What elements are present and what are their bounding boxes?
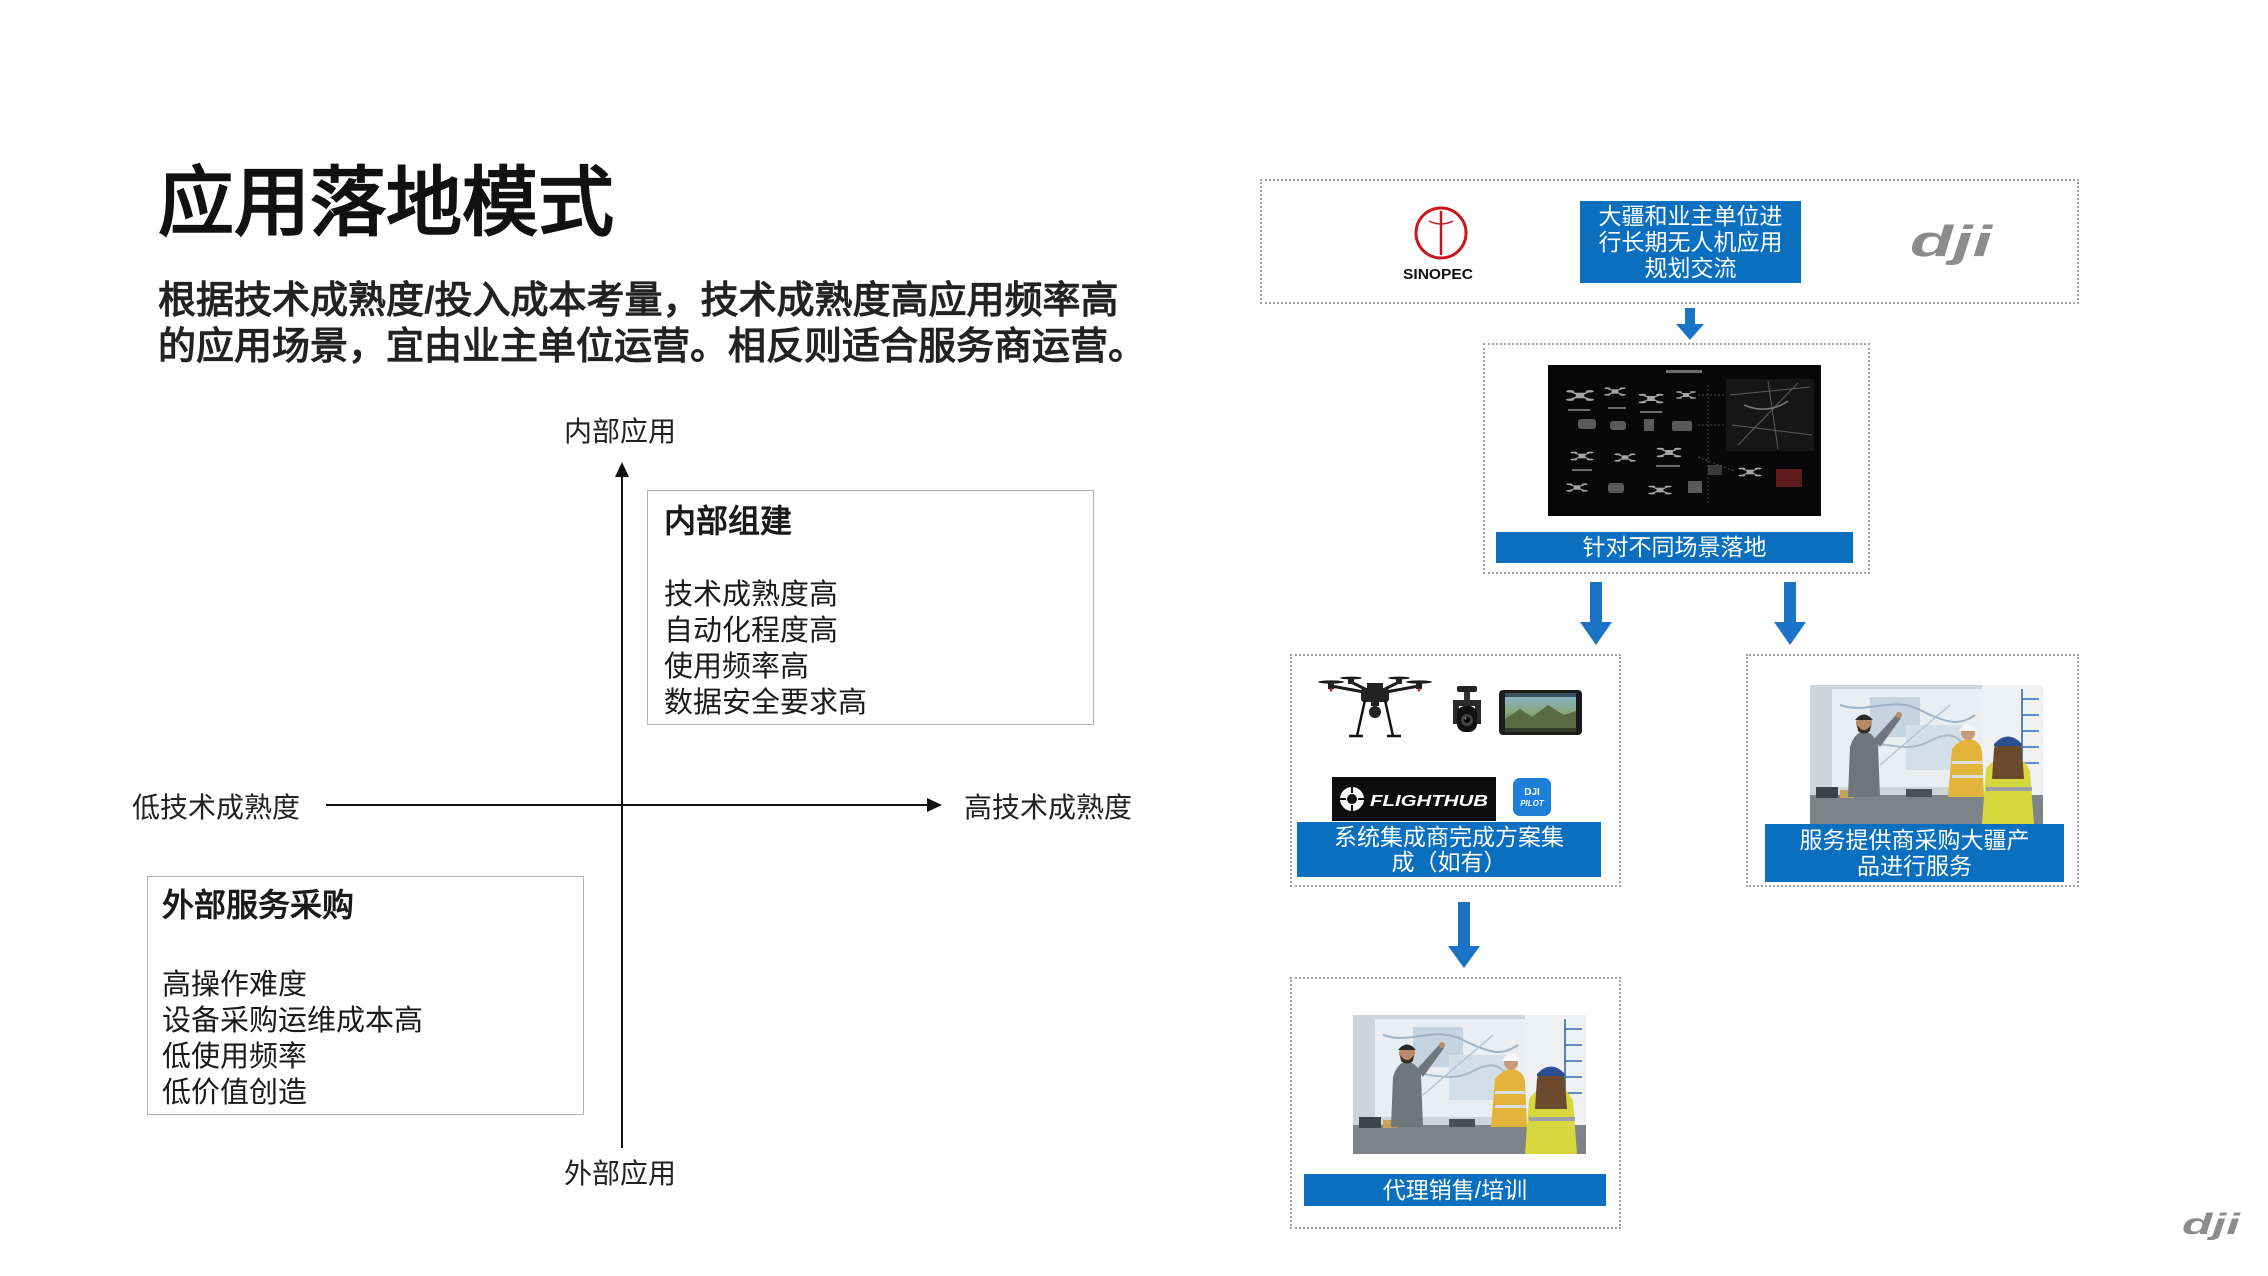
list-item: 技术成熟度高 xyxy=(664,579,839,611)
external-procurement-box: 外部服务采购 高操作难度 设备采购运维成本高 低使用频率 低价值创造 xyxy=(147,876,584,1115)
axis-label-top: 内部应用 xyxy=(564,417,677,448)
flow-step-service-provider: 服务提供商采购大疆产 品进行服务 xyxy=(1746,654,2079,887)
site-training-photo xyxy=(1353,1015,1586,1154)
dji-logo-text: dji xyxy=(1910,218,1993,265)
catalog-map-panel xyxy=(1726,379,1814,451)
down-arrow-to-agent xyxy=(1448,902,1480,968)
flighthub-logo: FLIGHTHUB xyxy=(1332,777,1496,821)
label-line: 服务提供商采购大疆产 xyxy=(1799,827,2030,853)
product-catalog-image xyxy=(1548,365,1821,516)
axis-label-left: 低技术成熟度 xyxy=(132,793,301,824)
label-line: 大疆和业主单位进 xyxy=(1598,203,1783,229)
list-item: 数据安全要求高 xyxy=(664,687,868,719)
tablet-image xyxy=(1499,690,1582,735)
catalog-connectors xyxy=(1697,385,1735,505)
label-line: 行长期无人机应用 xyxy=(1598,229,1783,255)
service-provider-label: 服务提供商采购大疆产 品进行服务 xyxy=(1765,824,2064,882)
axis-label-right: 高技术成熟度 xyxy=(964,793,1133,824)
drone-landing-gear xyxy=(1349,699,1401,738)
agent-label: 代理销售/培训 xyxy=(1304,1174,1606,1206)
flighthub-logo-text: FLIGHTHUB xyxy=(1370,793,1488,810)
planning-label: 大疆和业主单位进 行长期无人机应用 规划交流 xyxy=(1580,201,1801,283)
drone-image xyxy=(1318,676,1432,738)
site-training-photo xyxy=(1810,685,2043,824)
label-line: 系统集成商完成方案集 xyxy=(1334,823,1564,850)
label-line: 品进行服务 xyxy=(1857,853,1972,879)
slide-subtitle: 根据技术成熟度/投入成本考量，技术成熟度高应用频率高 的应用场景，宜由业主单位运… xyxy=(158,278,1146,370)
external-procurement-title: 外部服务采购 xyxy=(162,887,355,923)
internal-build-title: 内部组建 xyxy=(664,503,793,539)
list-item: 低价值创造 xyxy=(162,1077,308,1109)
subtitle-line: 的应用场景，宜由业主单位运营。相反则适合服务商运营。 xyxy=(158,326,1147,368)
label-line: 规划交流 xyxy=(1644,255,1737,281)
catalog-caption-marks xyxy=(1568,370,1702,471)
flow-step-scenarios: 针对不同场景落地 xyxy=(1483,343,1870,574)
down-arrow-planning-to-scenarios xyxy=(1676,308,1704,340)
list-item: 自动化程度高 xyxy=(664,615,839,647)
flow-step-planning: SINOPEC 大疆和业主单位进 行长期无人机应用 规划交流 dji xyxy=(1260,179,2079,304)
external-procurement-list: 高操作难度 设备采购运维成本高 低使用频率 低价值创造 xyxy=(162,967,583,1111)
drone-body xyxy=(1328,678,1422,718)
dji-logo: dji xyxy=(1910,218,1993,265)
list-item: 设备采购运维成本高 xyxy=(162,1005,424,1037)
gimbal-camera-image xyxy=(1453,686,1481,732)
down-arrow-to-integrator xyxy=(1580,582,1612,645)
sinopec-logo: SINOPEC xyxy=(1403,206,1473,283)
sinopec-logo-text: SINOPEC xyxy=(1403,266,1473,283)
integrator-label: 系统集成商完成方案集 成（如有） xyxy=(1297,822,1601,877)
pilot-icon-text: PILOT xyxy=(1520,799,1545,808)
catalog-accessories xyxy=(1578,419,1802,493)
footer-dji-logo-text: dji xyxy=(2182,1208,2241,1240)
list-item: 使用频率高 xyxy=(664,651,810,683)
vertical-axis xyxy=(615,462,629,1148)
pilot-icon-text: DJI xyxy=(1524,787,1540,798)
label-line: 代理销售/培训 xyxy=(1382,1177,1528,1203)
axis-label-bottom: 外部应用 xyxy=(564,1159,677,1190)
flow-step-integrator: FLIGHTHUB DJI PILOT 系统集成商完成方案集 成（如有） xyxy=(1290,654,1621,887)
down-arrow-to-service-provider xyxy=(1774,582,1806,645)
internal-build-box: 内部组建 技术成熟度高 自动化程度高 使用频率高 数据安全要求高 xyxy=(647,490,1094,725)
scenarios-label: 针对不同场景落地 xyxy=(1496,532,1853,563)
list-item: 高操作难度 xyxy=(162,969,308,1001)
dji-pilot-app-icon: DJI PILOT xyxy=(1513,778,1551,816)
label-line: 成（如有） xyxy=(1391,848,1507,875)
slide-title: 应用落地模式 xyxy=(158,161,614,246)
footer-dji-logo: dji xyxy=(2182,1208,2241,1240)
drone-propellers xyxy=(1318,676,1432,684)
horizontal-axis xyxy=(326,798,942,812)
internal-build-list: 技术成熟度高 自动化程度高 使用频率高 数据安全要求高 xyxy=(664,577,1093,721)
subtitle-line: 根据技术成熟度/投入成本考量，技术成熟度高应用频率高 xyxy=(158,280,1119,322)
flow-step-agent: 代理销售/培训 xyxy=(1290,977,1621,1229)
label-line: 针对不同场景落地 xyxy=(1582,534,1767,560)
list-item: 低使用频率 xyxy=(162,1041,308,1073)
